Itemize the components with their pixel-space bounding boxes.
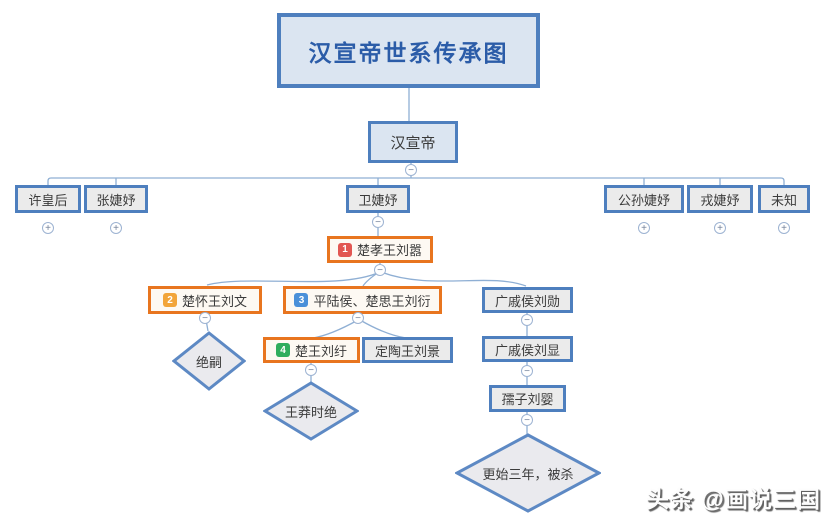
- node-outcome-gengshi[interactable]: 更始三年，被杀: [455, 433, 601, 513]
- collapse-toggle-xun[interactable]: −: [521, 314, 533, 326]
- wire-chuxiao-chuhuai: [206, 271, 381, 286]
- expand-toggle-unknown[interactable]: +: [778, 222, 790, 234]
- node-label: 楚王刘纡: [294, 343, 347, 359]
- node-label: 孺子刘婴: [501, 392, 554, 407]
- collapse-toggle-wei[interactable]: −: [372, 216, 384, 228]
- wire-consort-bus: [47, 177, 785, 185]
- expand-toggle-zhang[interactable]: +: [110, 222, 122, 234]
- node-consort-unknown[interactable]: 未知: [758, 185, 810, 213]
- node-label: 楚怀王刘文: [181, 293, 247, 309]
- collapse-toggle-chuhuai[interactable]: −: [199, 312, 211, 324]
- watermark-label: 头条 @画说三国: [646, 486, 821, 512]
- node-emperor[interactable]: 汉宣帝: [368, 121, 458, 163]
- node-consort-rong[interactable]: 戎婕妤: [687, 185, 753, 213]
- node-consort-xu[interactable]: 许皇后: [15, 185, 81, 213]
- node-consort-wei[interactable]: 卫婕妤: [346, 185, 410, 213]
- rank-badge-4: 4: [275, 343, 290, 357]
- expand-toggle-rong[interactable]: +: [714, 222, 726, 234]
- node-label: 广戚侯刘显: [494, 342, 560, 358]
- node-chuhuai-wang-liuwen[interactable]: 2 楚怀王刘文: [148, 286, 262, 314]
- diagram-title-label: 汉宣帝世系传承图: [308, 39, 509, 66]
- node-ruzi-liuying[interactable]: 孺子刘婴: [489, 385, 566, 412]
- node-chuxiao-wang-liuxiao[interactable]: 1 楚孝王刘嚣: [327, 236, 433, 263]
- node-label: 更始三年，被杀: [482, 466, 574, 482]
- node-label: 卫婕妤: [358, 192, 398, 208]
- wire-pinglu-dingtao: [359, 319, 407, 339]
- collapse-toggle-ruzi[interactable]: −: [521, 414, 533, 426]
- node-label: 张婕妤: [96, 192, 136, 208]
- node-label: 王莽时绝: [284, 404, 337, 420]
- collapse-toggle-pinglu[interactable]: −: [352, 312, 364, 324]
- node-chu-wang-liuyu[interactable]: 4 楚王刘纡: [263, 337, 360, 363]
- watermark: 头条 @画说三国: [646, 480, 821, 514]
- node-outcome-wangmang[interactable]: 王莽时绝: [263, 381, 359, 441]
- node-label: 汉宣帝: [390, 134, 436, 152]
- rank-badge-3: 3: [294, 293, 309, 307]
- node-label: 广戚侯刘勋: [494, 293, 560, 309]
- node-label: 公孙婕妤: [617, 192, 670, 208]
- collapse-toggle-chuxiao[interactable]: −: [374, 264, 386, 276]
- diamond-shape: [263, 381, 359, 441]
- diagram-title[interactable]: 汉宣帝世系传承图: [277, 13, 540, 88]
- diamond-shape: [455, 433, 601, 513]
- node-label: 许皇后: [28, 192, 68, 208]
- expand-toggle-xu[interactable]: +: [42, 222, 54, 234]
- node-label: 戎婕妤: [700, 192, 740, 208]
- node-guangqi-hou-liuxian[interactable]: 广戚侯刘显: [482, 336, 573, 362]
- diamond-shape: [172, 331, 246, 391]
- node-label: 绝嗣: [195, 354, 222, 370]
- node-label: 未知: [770, 192, 797, 208]
- wire-pinglu-chuwang: [312, 319, 359, 339]
- node-label: 定陶王刘景: [374, 343, 440, 359]
- collapse-toggle-xian[interactable]: −: [521, 365, 533, 377]
- collapse-toggle-emperor[interactable]: −: [405, 164, 417, 176]
- node-guangqi-hou-liuxun[interactable]: 广戚侯刘勋: [482, 287, 573, 313]
- node-dingtao-wang-liujing[interactable]: 定陶王刘景: [362, 337, 453, 363]
- node-label: 楚孝王刘嚣: [356, 243, 422, 258]
- node-consort-gongsun[interactable]: 公孙婕妤: [604, 185, 684, 213]
- node-outcome-juesi[interactable]: 绝嗣: [172, 331, 246, 391]
- expand-toggle-gongsun[interactable]: +: [638, 222, 650, 234]
- node-label: 平陆侯、楚思王刘衍: [313, 293, 431, 309]
- node-pinglu-hou-liuyan[interactable]: 3 平陆侯、楚思王刘衍: [283, 286, 442, 314]
- collapse-toggle-chuwang[interactable]: −: [305, 364, 317, 376]
- wire-chuxiao-xun: [380, 271, 527, 287]
- rank-badge-2: 2: [162, 293, 177, 307]
- node-consort-zhang[interactable]: 张婕妤: [84, 185, 148, 213]
- rank-badge-1: 1: [337, 242, 352, 257]
